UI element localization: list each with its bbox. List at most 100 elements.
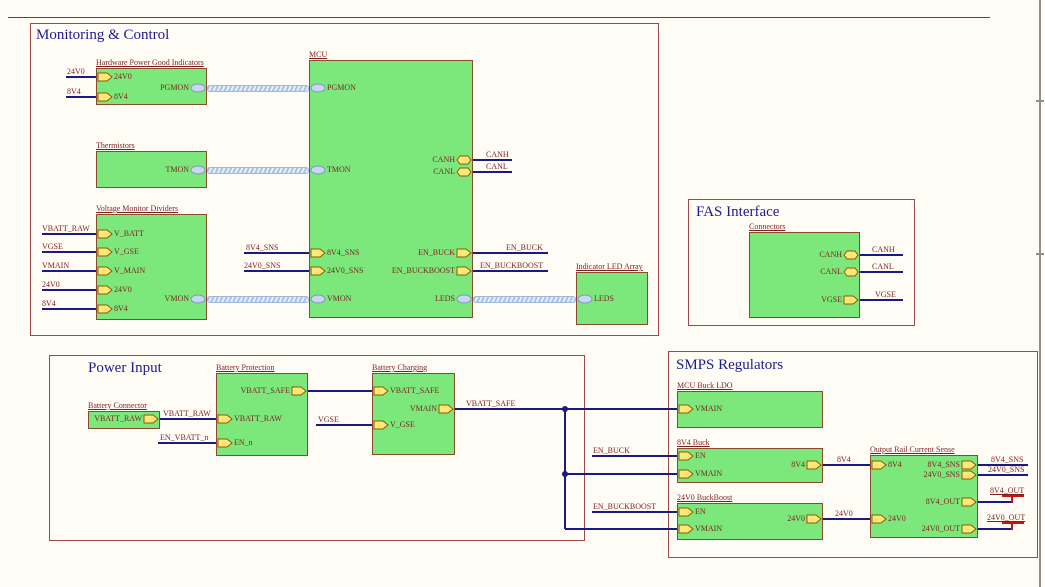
- pin-bus-icon: [190, 83, 206, 93]
- wire: [978, 501, 1012, 503]
- pin-bidi-icon: [843, 267, 859, 277]
- pin-out-icon: [456, 248, 472, 258]
- pin-in-icon: [373, 386, 389, 396]
- net-label: 24V0: [67, 67, 85, 77]
- section-title-fas-interface: FAS Interface: [696, 204, 779, 221]
- pin-label: LEDS: [594, 294, 614, 304]
- pin-label: VBATT_SAFE: [210, 386, 290, 396]
- pin-in-icon: [678, 404, 694, 414]
- pin-bidi-icon: [456, 167, 472, 177]
- pin-label: EN_BUCKBOOST: [375, 266, 455, 276]
- pin-label: VGSE: [762, 295, 842, 305]
- pin-in-icon: [310, 266, 326, 276]
- pin-out-icon: [961, 524, 977, 534]
- net-label: VBATT_SAFE: [466, 399, 515, 409]
- pin-label: PGMON: [109, 83, 189, 93]
- pin-label: 8V4_SNS: [327, 248, 359, 258]
- block-title-8v4-buck: 8V4 Buck: [677, 438, 710, 447]
- wire: [565, 528, 677, 530]
- wire: [308, 390, 372, 392]
- net-label: EN_BUCK: [593, 446, 630, 456]
- block-title-output-rail-current-sense: Output Rail Current Sense: [870, 445, 955, 454]
- net-label: EN_BUCKBOOST: [480, 261, 543, 271]
- pin-bidi-icon: [456, 155, 472, 165]
- pin-out-icon: [806, 460, 822, 470]
- pin-label: LEDS: [375, 294, 455, 304]
- pin-label: VBATT_SAFE: [390, 386, 439, 396]
- net-label: EN_BUCK: [506, 243, 543, 253]
- net-label: CANL: [872, 262, 894, 272]
- pin-bus-icon: [456, 294, 472, 304]
- power-flag-stem-icon: [1011, 523, 1013, 530]
- sheet-block-mcu[interactable]: [309, 60, 473, 318]
- pin-in-icon: [97, 92, 113, 102]
- right-edge-tick: [1036, 253, 1044, 255]
- pin-label: 8V4_SNS: [880, 460, 960, 470]
- pin-label: EN: [695, 451, 706, 461]
- pin-label: 24V0_OUT: [880, 524, 960, 534]
- pin-label: V_GSE: [390, 420, 415, 430]
- net-label: CANL: [486, 162, 508, 172]
- pin-label: EN: [695, 507, 706, 517]
- pin-label: 8V4: [114, 304, 128, 314]
- pin-in-icon: [373, 420, 389, 430]
- block-title-hardware-power-good-indicators: Hardware Power Good Indicators: [96, 58, 204, 67]
- pin-bus-icon: [577, 294, 593, 304]
- net-label: VBATT_RAW: [163, 409, 211, 419]
- pin-label: 8V4: [114, 92, 128, 102]
- canvas-right-edge: [1039, 0, 1041, 587]
- net-label: 24V0_SNS: [988, 465, 1024, 475]
- wire: [565, 473, 677, 475]
- net-label: 8V4_SNS: [246, 243, 278, 253]
- net-label: 24V0_SNS: [244, 261, 280, 271]
- pin-label: VMAIN: [357, 404, 437, 414]
- pin-label: VMON: [109, 294, 189, 304]
- wire-junction: [562, 406, 568, 412]
- pin-label: CANH: [375, 155, 455, 165]
- net-label: 8V4: [67, 87, 81, 97]
- power-flag-stem-icon: [1011, 496, 1013, 503]
- net-label: 8V4: [837, 455, 851, 465]
- net-label: VMAIN: [42, 261, 69, 271]
- pin-in-icon: [678, 507, 694, 517]
- pin-label: CANL: [762, 267, 842, 277]
- pin-label: 24V0_SNS: [327, 266, 363, 276]
- pin-out-icon: [438, 404, 454, 414]
- wire: [978, 528, 1012, 530]
- pin-label: CANH: [762, 250, 842, 260]
- pin-label: PGMON: [327, 83, 356, 93]
- net-label: 24V0: [42, 280, 60, 290]
- pin-label: VMON: [327, 294, 351, 304]
- net-label: 8V4_SNS: [991, 455, 1023, 465]
- pin-out-icon: [291, 386, 307, 396]
- sheet-top-border: [8, 17, 990, 18]
- power-flag-bar-icon: [1002, 495, 1024, 497]
- block-title-battery-protection: Battery Protection: [216, 363, 274, 372]
- block-title-24v0-buckboost: 24V0 BuckBoost: [677, 493, 732, 502]
- net-label: 24V0: [835, 509, 853, 519]
- pin-in-icon: [97, 229, 113, 239]
- pin-label: VMAIN: [695, 469, 722, 479]
- pin-label: TMON: [109, 165, 189, 175]
- section-title-monitoring-control: Monitoring & Control: [36, 27, 169, 44]
- pin-in-icon: [217, 414, 233, 424]
- bus-wire: [207, 167, 309, 174]
- pin-label: V_BATT: [114, 229, 144, 239]
- net-label: VBATT_RAW: [42, 224, 90, 234]
- pin-in-icon: [97, 266, 113, 276]
- bus-wire: [473, 296, 576, 303]
- pin-label: V_MAIN: [114, 266, 145, 276]
- power-flag-bar-icon: [1002, 522, 1024, 524]
- pin-in-icon: [97, 247, 113, 257]
- block-title-voltage-monitor-dividers: Voltage Monitor Dividers: [96, 204, 178, 213]
- block-title-connectors: Connectors: [749, 222, 785, 231]
- pin-label: 24V0: [888, 514, 906, 524]
- net-label: EN_BUCKBOOST: [593, 502, 656, 512]
- pin-bus-icon: [190, 294, 206, 304]
- pin-label: EN_n: [234, 438, 253, 448]
- pin-in-icon: [310, 248, 326, 258]
- pin-in-icon: [97, 72, 113, 82]
- pin-out-icon: [961, 497, 977, 507]
- block-title-battery-charging: Battery Charging: [372, 363, 427, 372]
- section-title-smps-regulators: SMPS Regulators: [676, 357, 783, 374]
